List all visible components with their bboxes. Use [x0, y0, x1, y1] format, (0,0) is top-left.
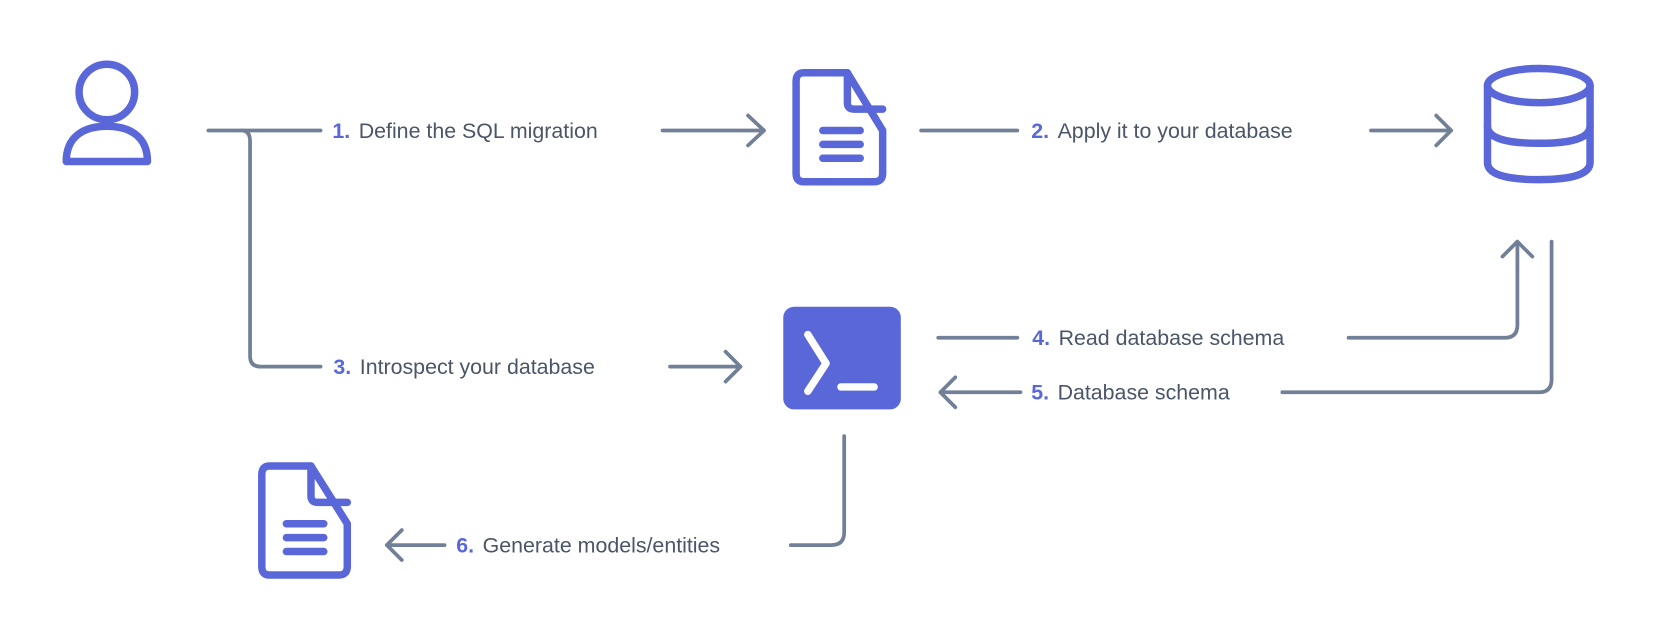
connector-step-3 — [239, 128, 743, 384]
step-4-label: 4.Read database schema — [1032, 326, 1284, 350]
user-icon — [62, 60, 152, 166]
step-3-label: 3.Introspect your database — [333, 355, 594, 379]
connector-step-4 — [936, 239, 1535, 340]
step-2-label: 2.Apply it to your database — [1031, 119, 1292, 143]
connector-step-1 — [206, 113, 766, 148]
step-1-label: 1.Define the SQL migration — [332, 119, 597, 143]
database-icon — [1483, 64, 1594, 184]
step-6-label: 6.Generate models/entities — [456, 534, 720, 558]
document-icon — [258, 462, 352, 579]
document-icon — [792, 69, 887, 186]
connector-step-6 — [384, 434, 847, 562]
connector-step-2 — [919, 113, 1454, 148]
terminal-icon — [783, 306, 901, 410]
connector-step-5 — [938, 239, 1554, 410]
step-5-label: 5.Database schema — [1031, 381, 1230, 405]
